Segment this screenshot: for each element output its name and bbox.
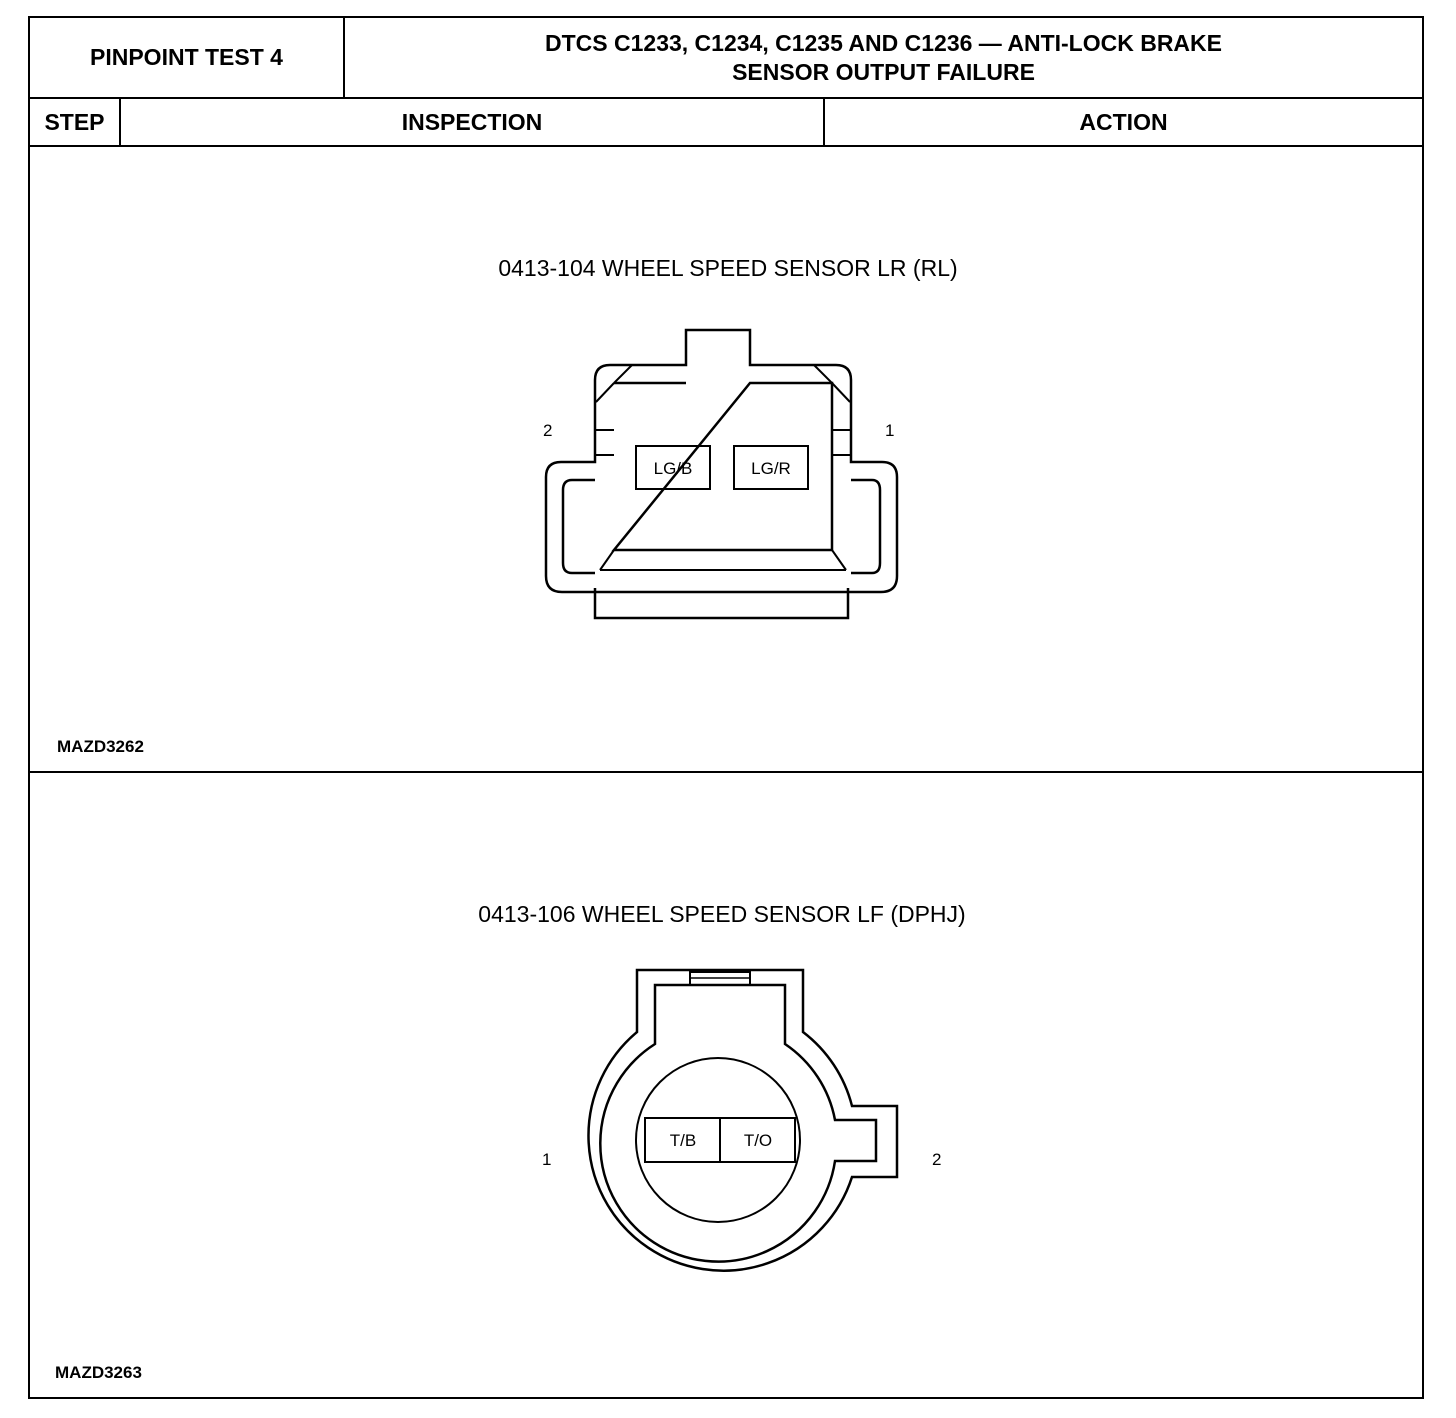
action-column-divider [823, 97, 825, 146]
test-title-line-2: SENSOR OUTPUT FAILURE [732, 58, 1035, 85]
figure-1-id: MAZD3262 [57, 737, 144, 756]
figure-1-terminal-2-box [733, 445, 809, 490]
column-header-step: STEP [44, 108, 105, 135]
figure-2-terminal-2-label: T/O [744, 1131, 772, 1150]
figure-2-center-face [635, 1057, 801, 1223]
figure-2-inner-ring [599, 983, 878, 1263]
figure-1-left-flange [561, 478, 595, 575]
column-header-divider [28, 145, 1424, 147]
figure-1-inner-cavity [611, 381, 834, 552]
figure-1-connector-diagram: LG/B LG/R [544, 328, 899, 620]
pinpoint-test-label: PINPOINT TEST 4 [90, 44, 283, 71]
figure-1-terminal-1-label: LG/B [654, 459, 693, 478]
figure-divider [28, 771, 1424, 773]
figure-1-outer-housing [544, 328, 899, 594]
figure-2-id: MAZD3263 [55, 1363, 142, 1382]
column-header-action: ACTION [1079, 108, 1168, 135]
step-column-divider [119, 97, 121, 146]
column-header-inspection: INSPECTION [401, 108, 543, 135]
header-vertical-divider [343, 16, 345, 98]
figure-2-outer-housing [587, 968, 899, 1272]
figure-2-connector-diagram: T/B T/O [587, 968, 899, 1272]
test-title: DTCS C1233, C1234, C1235 AND C1236 — ANT… [345, 18, 1422, 97]
test-table-frame [28, 16, 1424, 1399]
figure-2-pin-right: 2 [932, 1150, 942, 1169]
test-title-line-1: DTCS C1233, C1234, C1235 AND C1236 — ANT… [545, 29, 1222, 56]
header-divider [28, 97, 1424, 99]
figure-1-right-flange [851, 478, 882, 575]
figure-2-caption: 0413-106 WHEEL SPEED SENSOR LF (DPHJ) [478, 901, 966, 927]
figure-1-caption: 0413-104 WHEEL SPEED SENSOR LR (RL) [498, 255, 958, 281]
figure-2-terminal-2-box [719, 1117, 796, 1163]
figure-1-pin-right: 1 [885, 421, 895, 440]
figure-2-terminal-1-label: T/B [670, 1131, 696, 1150]
figure-1-bottom-tab [593, 588, 850, 620]
figure-1-pin-left: 2 [543, 421, 553, 440]
figure-2-pin-left: 1 [542, 1150, 552, 1169]
figure-1-terminal-2-label: LG/R [751, 459, 791, 478]
figure-1-terminal-1-box [635, 445, 711, 490]
